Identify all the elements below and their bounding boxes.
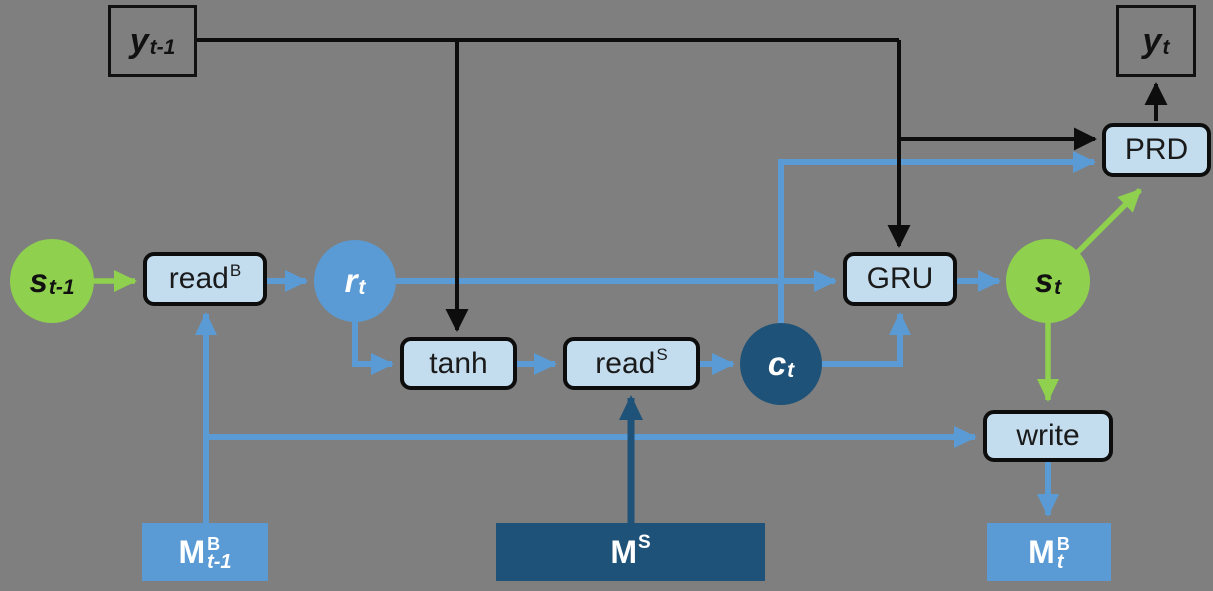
memory-b-current-label: M <box>1028 533 1055 570</box>
write-label: write <box>1016 419 1080 452</box>
state-current-subscript: t <box>1054 275 1062 299</box>
read-vector-subscript: t <box>358 275 366 299</box>
memory-b-prev-label: M <box>178 533 206 570</box>
memory-s-superscript: S <box>637 531 651 553</box>
memory-s-label: M <box>610 533 637 570</box>
node-write: write <box>983 410 1113 462</box>
edge-st-to-prd <box>1069 188 1142 261</box>
read-b-label: read <box>168 262 229 295</box>
context-vector-label: c <box>767 345 787 382</box>
state-prev-label: s <box>29 262 48 299</box>
y-current-subscript: t <box>1162 35 1170 59</box>
read-s-superscript: S <box>656 345 668 365</box>
node-gru: GRU <box>843 252 957 306</box>
node-tanh: tanh <box>400 337 517 390</box>
y-prev-label: y <box>129 21 149 60</box>
read-vector-label: r <box>344 262 358 299</box>
prd-label: PRD <box>1124 133 1189 166</box>
y-prev-subscript: t-1 <box>149 35 176 59</box>
edge-rt-to-tanh <box>352 314 394 375</box>
edge-ct-to-gru <box>820 312 911 367</box>
context-vector-subscript: t <box>787 358 795 382</box>
node-prd: PRD <box>1102 123 1211 177</box>
edge-ct-to-prd <box>778 151 1096 330</box>
state-prev-subscript: t-1 <box>48 275 75 299</box>
tanh-label: tanh <box>429 346 488 380</box>
read-s-label: read <box>595 346 656 380</box>
y-current-label: y <box>1142 21 1162 60</box>
read-b-superscript: B <box>229 260 242 280</box>
gru-label: GRU <box>866 262 934 295</box>
state-current-label: s <box>1034 262 1054 299</box>
